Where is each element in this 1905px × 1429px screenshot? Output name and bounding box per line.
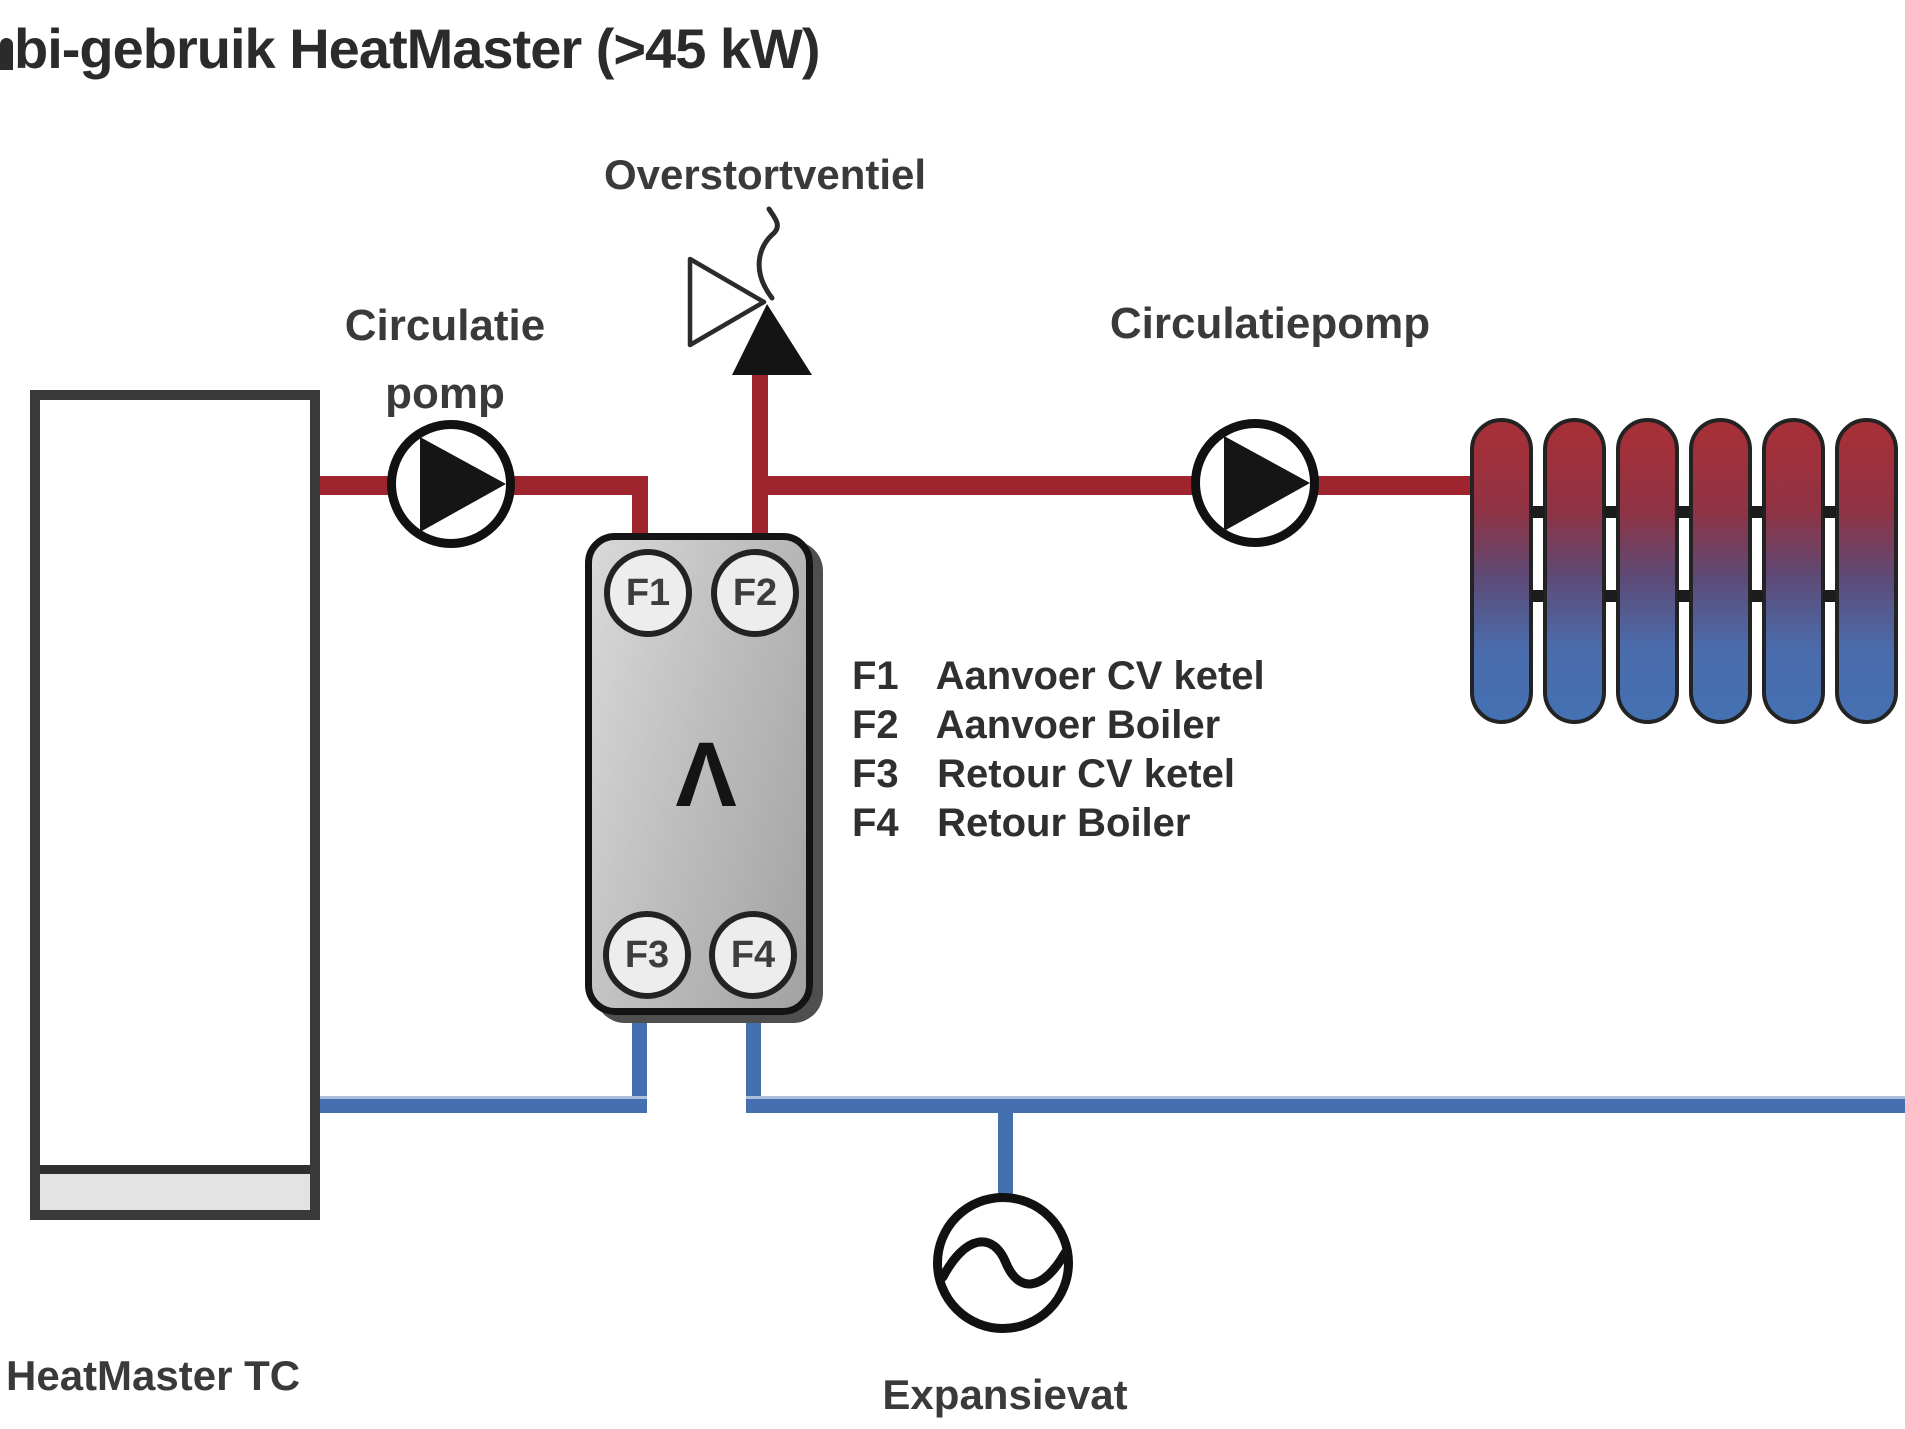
- radiator-nipple: [1750, 506, 1763, 518]
- return-pipe-branch-expansion: [998, 1113, 1013, 1195]
- legend-row: F2 Aanvoer Boiler: [852, 701, 1265, 750]
- radiator-nipple: [1677, 506, 1690, 518]
- radiator-nipple: [1604, 590, 1617, 602]
- expansion-vessel-label: Expansievat: [882, 1371, 1128, 1418]
- circulation-pump-right-label: Circulatiepomp: [1109, 299, 1431, 348]
- boiler-label: HeatMaster TC: [6, 1352, 301, 1399]
- legend-row: F1 Aanvoer CV ketel: [852, 652, 1265, 701]
- legend-description: Retour Boiler: [937, 801, 1191, 845]
- radiator-nipple: [1823, 590, 1836, 602]
- legend-description: Aanvoer Boiler: [935, 703, 1221, 747]
- supply-pipe-to-radiator: [752, 476, 1490, 495]
- supply-pipe-valve-to-f2: [752, 372, 768, 535]
- radiator-nipple: [1750, 590, 1763, 602]
- circulation-pump-right: [1191, 419, 1319, 547]
- expansion-vessel-diaphragm-icon: [938, 1237, 1070, 1289]
- exchanger-port-f3: F3: [603, 911, 691, 999]
- circulation-pump-left-label-line1: Circulatie: [344, 301, 546, 350]
- port-legend: F1 Aanvoer CV ketel F2 Aanvoer Boiler F3…: [852, 652, 1265, 848]
- exchanger-brand-symbol: Λ: [675, 724, 737, 826]
- return-pipe-stub-f3: [632, 1015, 647, 1113]
- radiator: [1470, 418, 1905, 724]
- pump-flow-arrow-icon: [1224, 436, 1310, 531]
- exchanger-port-f2: F2: [711, 549, 799, 637]
- radiator-section: [1689, 418, 1752, 724]
- legend-code: F3: [852, 752, 899, 796]
- radiator-section: [1762, 418, 1825, 724]
- radiator-section: [1543, 418, 1606, 724]
- radiator-nipple: [1531, 506, 1544, 518]
- legend-row: F4 Retour Boiler: [852, 799, 1265, 848]
- expansion-vessel: [933, 1193, 1073, 1333]
- radiator-nipple: [1531, 590, 1544, 602]
- relief-valve-label: Overstortventiel: [603, 151, 927, 198]
- exchanger-port-f1: F1: [604, 549, 692, 637]
- heat-exchanger: F1 F2 F3 F4 Λ: [585, 533, 813, 1015]
- exchanger-port-f4: F4: [709, 911, 797, 999]
- legend-row: F3 Retour CV ketel: [852, 750, 1265, 799]
- supply-pipe-stub-f1: [632, 483, 648, 535]
- circulation-pump-left: [387, 420, 515, 548]
- return-pipe-from-radiator: [746, 1096, 1905, 1113]
- return-pipe-stub-f4: [746, 1015, 761, 1113]
- return-pipe-to-tank: [300, 1096, 647, 1113]
- boiler-tank-base: [40, 1165, 310, 1210]
- radiator-nipple: [1604, 506, 1617, 518]
- title-clipped-letter-fragment: [0, 38, 13, 70]
- legend-code: F2: [852, 703, 899, 747]
- radiator-section: [1470, 418, 1533, 724]
- legend-code: F4: [852, 801, 899, 845]
- radiator-nipple: [1823, 506, 1836, 518]
- boiler-tank: [30, 390, 320, 1220]
- pump-flow-arrow-icon: [420, 437, 506, 532]
- radiator-section: [1616, 418, 1679, 724]
- radiator-nipple: [1677, 590, 1690, 602]
- relief-valve-icon: [687, 206, 812, 375]
- legend-description: Aanvoer CV ketel: [935, 654, 1265, 698]
- radiator-section: [1835, 418, 1898, 724]
- legend-description: Retour CV ketel: [937, 752, 1235, 796]
- circulation-pump-left-label: Circulatie pomp: [290, 292, 600, 428]
- legend-code: F1: [852, 654, 899, 698]
- page-title: bi-gebruik HeatMaster (>45 kW): [14, 17, 821, 80]
- circulation-pump-left-label-line2: pomp: [385, 369, 505, 419]
